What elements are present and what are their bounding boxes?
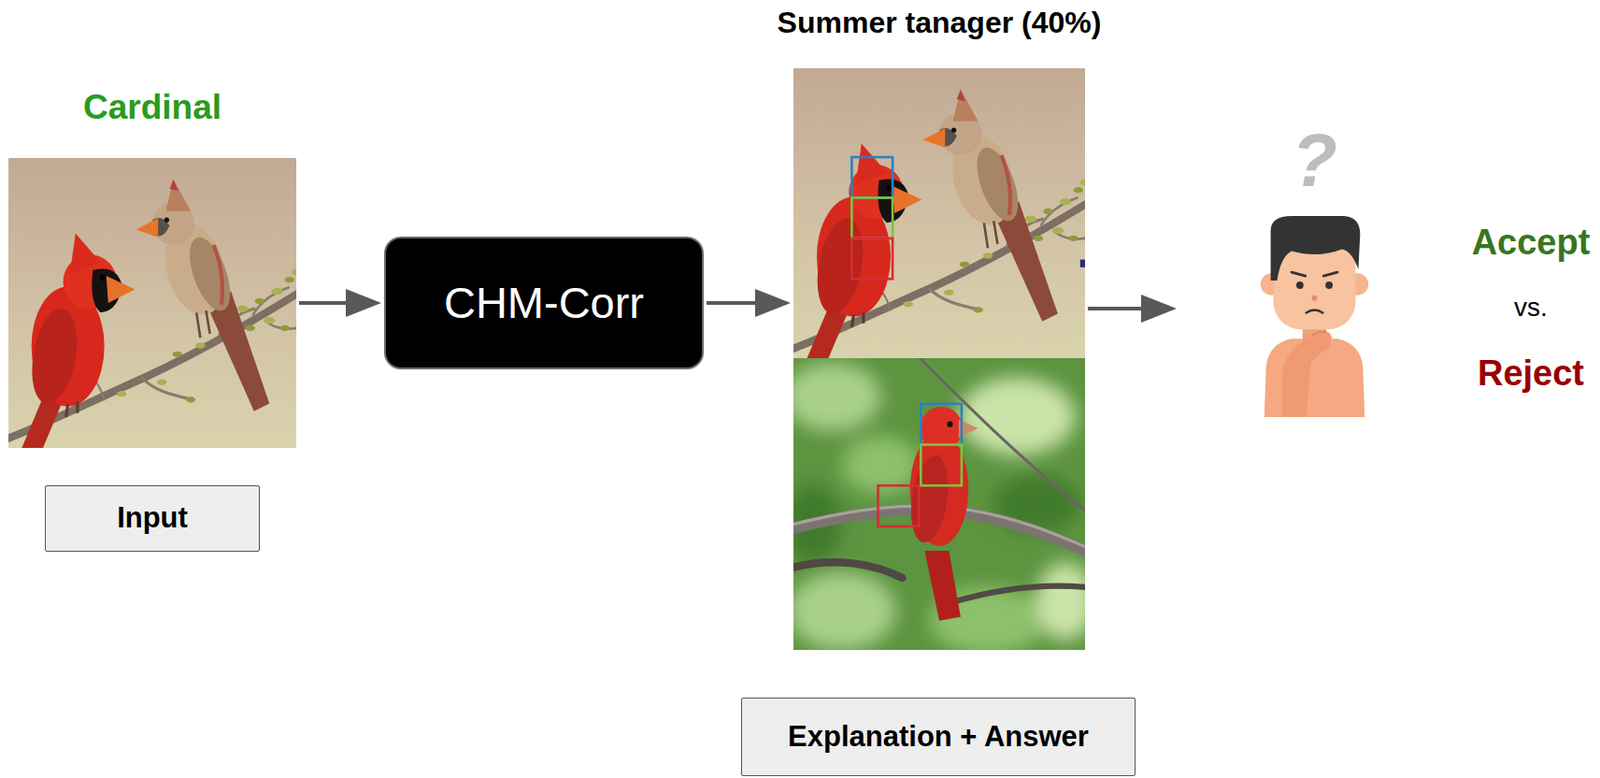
branch (793, 561, 902, 578)
figure-hand (1282, 330, 1332, 417)
patch-box (851, 238, 893, 279)
caption-box: Input (44, 485, 260, 552)
patch-box (920, 444, 962, 486)
figure-brows (1291, 271, 1338, 276)
summer-tanager (906, 406, 979, 621)
accept-label: Accept (1471, 209, 1591, 275)
figure-hand (1312, 331, 1328, 336)
box-label: Explanation + Answer (787, 718, 1089, 754)
explanation-images: Summer tanager (40%) (793, 68, 1086, 650)
patch-box (877, 485, 919, 527)
figure-eye (1325, 281, 1333, 289)
model-name: CHM-Corr (443, 276, 644, 329)
flow-arrow (706, 300, 763, 305)
foliage-background (793, 362, 1086, 650)
summer-tanager (906, 453, 954, 545)
figure-eye (1296, 281, 1304, 289)
class-label: Cardinal (0, 85, 446, 130)
user-figure (1255, 214, 1374, 417)
cardinal-scene (793, 68, 1086, 358)
patch-box (851, 157, 893, 198)
input-image: Cardinal (8, 157, 297, 448)
figure-mouth (1306, 310, 1324, 314)
figure-nose (1312, 295, 1318, 301)
model-box: CHM-Corr (384, 236, 704, 370)
reject-label: Reject (1477, 340, 1585, 406)
versus-label: vs. (1514, 274, 1548, 341)
flow-arrow (299, 300, 354, 305)
foliage-background (1036, 561, 1086, 640)
foliage-background (958, 377, 1076, 456)
summer-tanager (946, 421, 953, 428)
patch-box (851, 197, 893, 238)
patch-box (920, 403, 962, 445)
figure-hair (1271, 215, 1361, 281)
foliage-background (793, 571, 896, 650)
caption-box: Explanation + Answer (741, 697, 1136, 776)
foliage-background (793, 362, 882, 431)
explanation-match-image (793, 357, 1086, 650)
summer-tanager (919, 406, 963, 450)
prediction-label: Summer tanager (40%) (643, 3, 1235, 42)
summer-tanager (924, 550, 960, 621)
question-mark: ? (1029, 121, 1600, 200)
branch (948, 585, 1086, 604)
decision-labels: Acceptvs.Reject (1457, 209, 1600, 406)
user-figure-node: ? (1179, 214, 1450, 417)
image-artifact (1080, 259, 1086, 268)
box-label: Input (116, 500, 188, 535)
cardinal-photo (8, 157, 297, 448)
flow-arrow (1087, 306, 1149, 311)
cardinal-scene (8, 157, 297, 448)
explanation-query-image (793, 68, 1086, 358)
